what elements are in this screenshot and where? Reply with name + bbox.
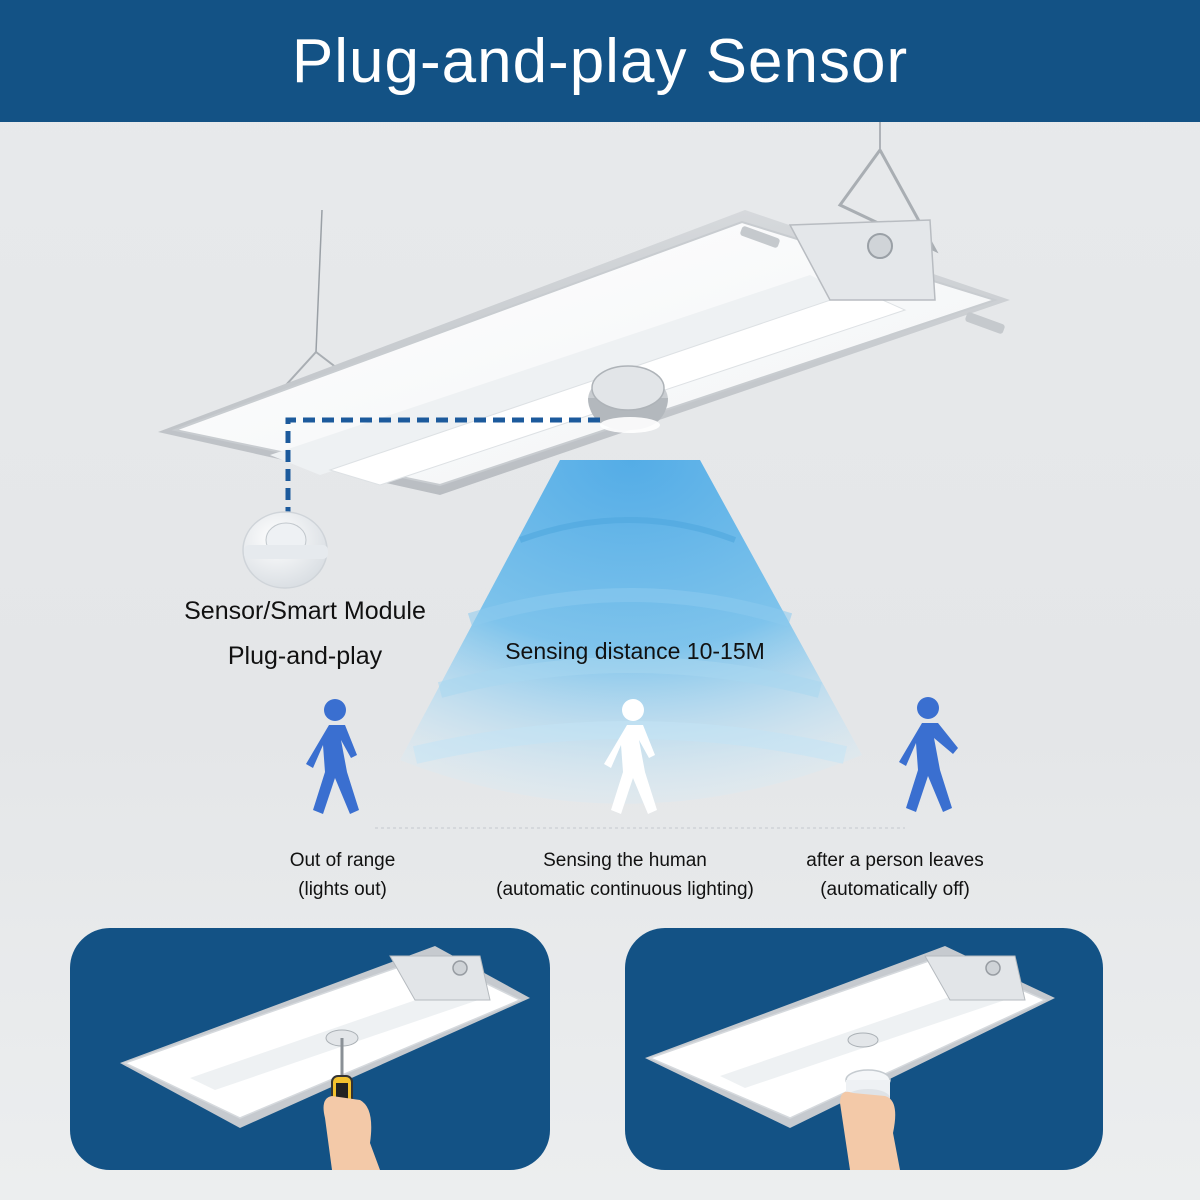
page-title: Plug-and-play Sensor xyxy=(291,26,909,96)
state-out-of-range-detail: (lights out) xyxy=(298,879,387,900)
sensing-distance-label: Sensing distance 10-15M xyxy=(505,638,765,664)
state-after-leaves-detail: (automatically off) xyxy=(820,879,970,900)
hanging-wire-left xyxy=(315,209,323,353)
state-sensing-detail: (automatic continuous lighting) xyxy=(496,879,754,900)
person-right-icon xyxy=(899,697,958,812)
install-module-illustration xyxy=(645,946,1055,1170)
header-banner: Plug-and-play Sensor xyxy=(0,0,1200,122)
module-connection-line xyxy=(285,417,600,520)
module-caption-line2: Plug-and-play xyxy=(227,642,383,670)
state-sensing: Sensing the human (automatic continuous … xyxy=(470,846,780,904)
state-after-leaves: after a person leaves (automatically off… xyxy=(780,846,1010,904)
install-screwdriver-illustration xyxy=(120,946,530,1170)
highbay-light-illustration xyxy=(158,122,1010,829)
state-out-of-range: Out of range (lights out) xyxy=(230,846,455,904)
person-left-icon xyxy=(306,699,359,814)
state-sensing-title: Sensing the human xyxy=(543,850,707,871)
sensor-module xyxy=(242,511,328,589)
highbay-fixture xyxy=(158,210,1010,495)
module-caption-line1: Sensor/Smart Module xyxy=(184,597,426,625)
install-panel-module xyxy=(625,928,1103,1170)
install-panel-screwdriver xyxy=(70,928,550,1170)
person-center-icon xyxy=(604,699,657,814)
state-after-leaves-title: after a person leaves xyxy=(806,850,984,871)
state-out-of-range-title: Out of range xyxy=(289,850,396,871)
